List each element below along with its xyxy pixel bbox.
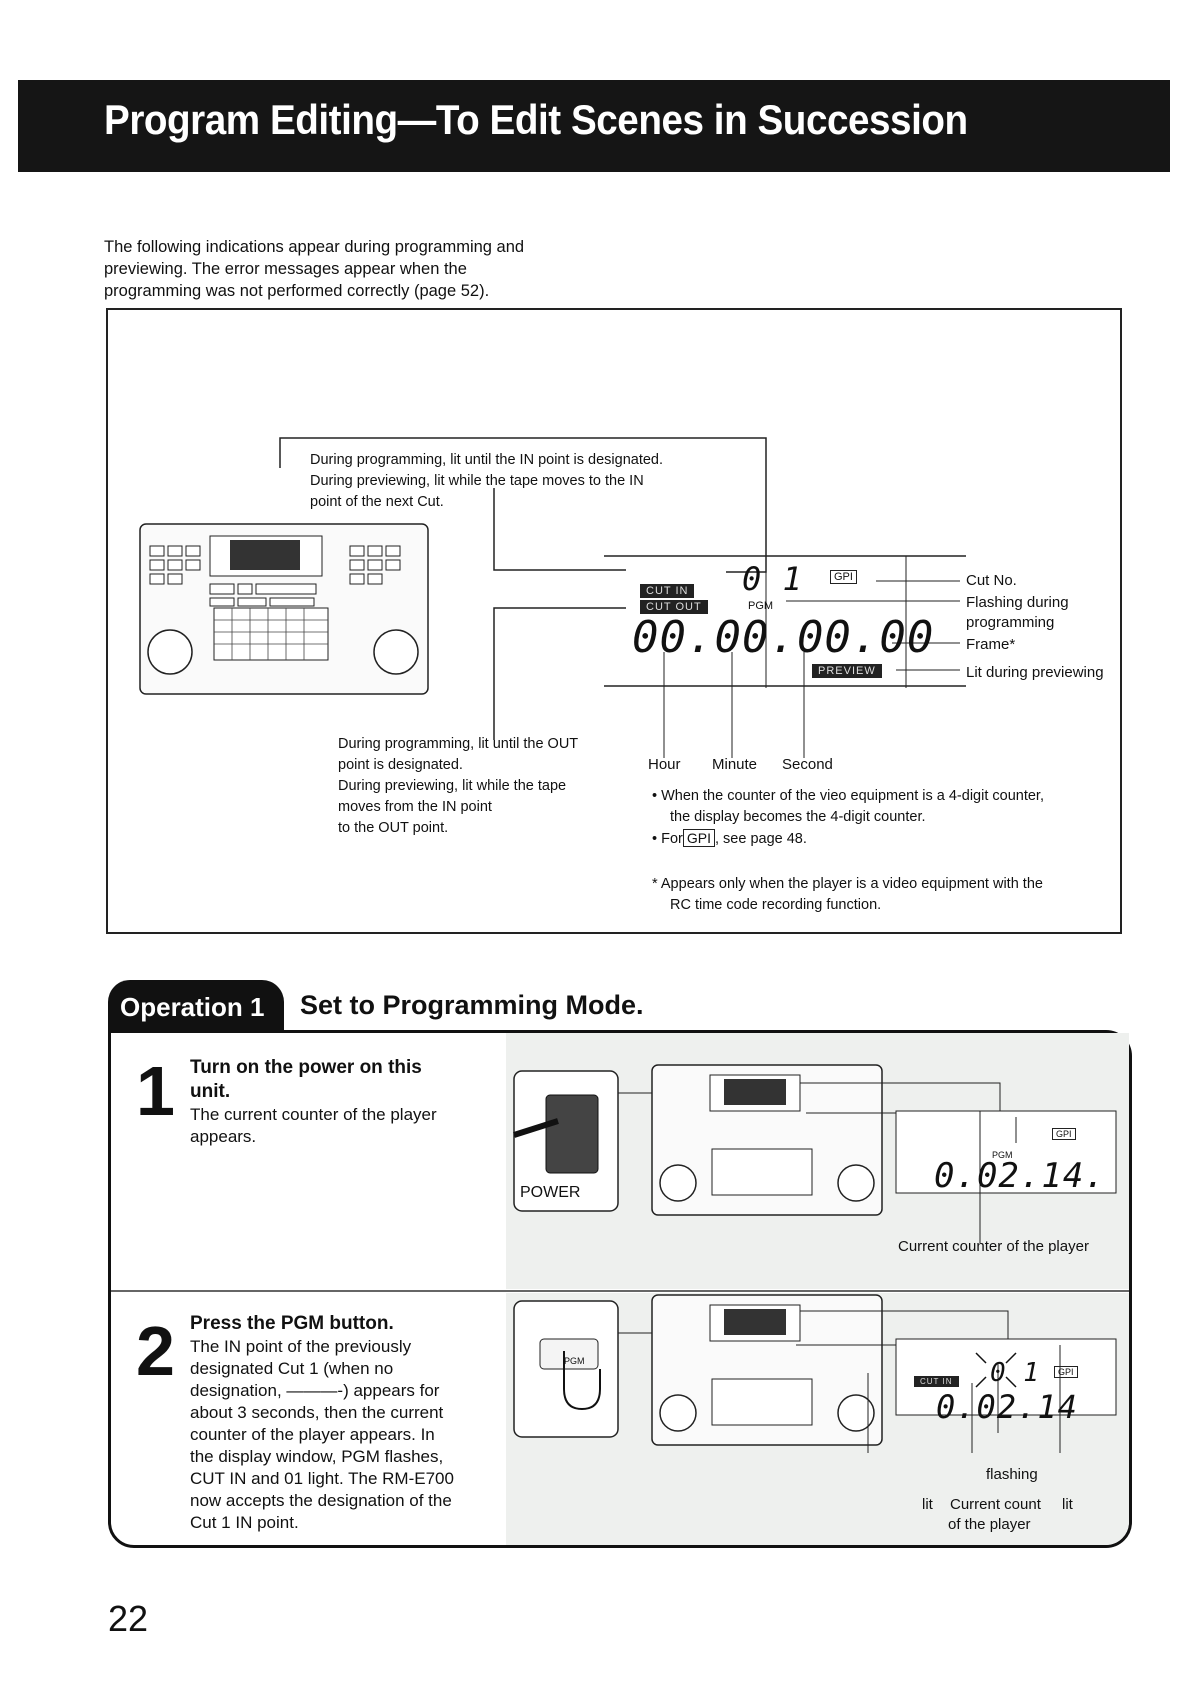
steps-illustrations xyxy=(513,1064,1117,1453)
bullet-text: When the counter of the vieo equipment i… xyxy=(661,788,1044,804)
label-lit-previewing: Lit during previewing xyxy=(966,664,1104,681)
step-number: 1 xyxy=(136,1052,175,1130)
display-diagram-lines xyxy=(139,437,966,758)
bullet-cont: the display becomes the 4-digit counter. xyxy=(670,809,926,825)
label-lit-right: lit xyxy=(1062,1496,1073,1513)
pgm-button-label: PGM xyxy=(564,1356,585,1366)
bullet-item: • When the counter of the vieo equipment… xyxy=(652,788,1044,804)
label-cut-no: Cut No. xyxy=(966,572,1017,589)
step-body-line: counter of the player appears. In xyxy=(190,1425,435,1444)
pgm-indicator: PGM xyxy=(748,600,774,612)
step2-gpi-indicator: GPI xyxy=(1054,1366,1078,1378)
note-line: During previewing, lit while the tape xyxy=(338,778,567,794)
step1-gpi-indicator: GPI xyxy=(1052,1128,1076,1140)
step-body-line: appears. xyxy=(190,1127,257,1146)
label-current-count: Current count xyxy=(950,1496,1041,1513)
note-line: During previewing, lit while the tape mo… xyxy=(310,473,644,489)
note-line: point of the next Cut. xyxy=(310,494,444,510)
label-hour: Hour xyxy=(648,756,681,773)
step-divider xyxy=(111,1290,1129,1292)
note-line: moves from the IN point xyxy=(338,799,492,815)
step-title-line: Press the PGM button. xyxy=(190,1313,394,1334)
footnote: * Appears only when the player is a vide… xyxy=(652,874,1112,916)
step-body-line: designated Cut 1 (when no xyxy=(190,1359,394,1378)
note-cut-out: During programming, lit until the OUT po… xyxy=(338,734,618,839)
step-body-line: The current counter of the player xyxy=(190,1105,437,1124)
bullet-text: , see page 48. xyxy=(714,831,807,847)
step-body-line: designation, ———-) appears for xyxy=(190,1381,440,1400)
note-line: to the OUT point. xyxy=(338,820,449,836)
title-bar: Program Editing—To Edit Scenes in Succes… xyxy=(18,80,1170,172)
step-title: Press the PGM button. xyxy=(190,1312,490,1336)
intro-line: The following indications appear during … xyxy=(104,238,525,256)
cut-out-indicator: CUT OUT xyxy=(640,600,708,614)
label-lit-left: lit xyxy=(922,1496,933,1513)
label-flashing: flashing xyxy=(986,1466,1038,1483)
page-number: 22 xyxy=(108,1598,149,1639)
operation-panel xyxy=(108,1030,1132,1548)
cut-number-display: 0 1 xyxy=(742,560,803,598)
intro-paragraph: The following indications appear during … xyxy=(104,236,584,302)
footnote-text: Appears only when the player is a video … xyxy=(660,876,1043,892)
bullet-text: For xyxy=(661,831,683,847)
preview-indicator: PREVIEW xyxy=(812,664,882,678)
label-minute: Minute xyxy=(712,756,758,773)
cut-in-indicator: CUT IN xyxy=(640,584,695,598)
step2-counter-display: 0.02.14 xyxy=(936,1388,1078,1426)
label-flashing: Flashing during xyxy=(966,594,1069,611)
intro-line: previewing. The error messages appear wh… xyxy=(104,260,467,278)
operation-tab-label: Operation 1 xyxy=(120,992,265,1022)
display-diagram-frame xyxy=(106,308,1122,934)
note-line: During programming, lit until the IN poi… xyxy=(310,452,664,468)
step-body-line: CUT IN and 01 light. The RM-E700 xyxy=(190,1469,454,1488)
gpi-indicator: GPI xyxy=(830,570,857,584)
note-line: During programming, lit until the OUT xyxy=(338,736,579,752)
step-title: Turn on the power on this unit. xyxy=(190,1056,490,1104)
footnote-line: RC time code recording function. xyxy=(670,897,882,913)
step2-cut-number: 0 1 xyxy=(990,1358,1040,1388)
label-of-player: of the player xyxy=(948,1516,1031,1533)
operation-heading: Set to Programming Mode. xyxy=(300,990,644,1020)
gpi-box: GPI xyxy=(682,829,715,847)
step1-counter-display: 0.02.14. xyxy=(934,1156,1106,1196)
step-body-line: about 3 seconds, then the current xyxy=(190,1403,444,1422)
step-body: The IN point of the previously designate… xyxy=(190,1336,490,1534)
note-line: point is designated. xyxy=(338,757,463,773)
step-body-line: Cut 1 IN point. xyxy=(190,1513,299,1532)
step1-caption: Current counter of the player xyxy=(898,1238,1089,1255)
step-body: The current counter of the player appear… xyxy=(190,1104,490,1148)
step-body-line: The IN point of the previously xyxy=(190,1337,412,1356)
note-cut-in: During programming, lit until the IN poi… xyxy=(310,450,730,513)
step-body-line: the display window, PGM flashes, xyxy=(190,1447,444,1466)
footnote-line: * Appears only when the player is a vide… xyxy=(652,874,1112,895)
power-label: POWER xyxy=(520,1184,581,1201)
page-title: Program Editing—To Edit Scenes in Succes… xyxy=(104,96,968,143)
step-title-line: Turn on the power on this xyxy=(190,1057,422,1078)
step-body-line: now accepts the designation of the xyxy=(190,1491,452,1510)
step-title-line: unit. xyxy=(190,1081,231,1102)
operation-tab: Operation 1 xyxy=(108,980,284,1032)
footnote-mark: * xyxy=(652,876,658,892)
step2-cut-in-indicator: CUT IN xyxy=(914,1376,959,1387)
step1-pgm-indicator: PGM xyxy=(992,1150,1013,1160)
label-flashing-2: programming xyxy=(966,614,1055,631)
label-frame: Frame* xyxy=(966,636,1016,653)
label-second: Second xyxy=(782,756,833,773)
counter-display: 00.00.00.00 xyxy=(632,612,935,663)
bullet-list: • When the counter of the vieo equipment… xyxy=(652,786,1112,850)
step-number: 2 xyxy=(136,1312,175,1390)
intro-line: programming was not performed correctly … xyxy=(104,282,490,300)
